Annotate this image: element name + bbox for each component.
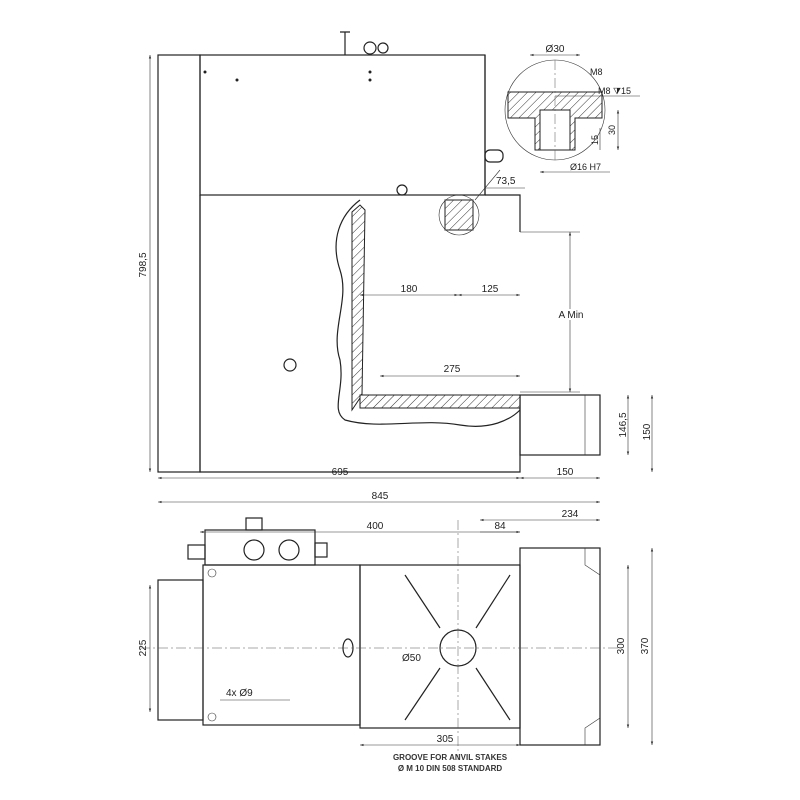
detail-circle [438, 194, 480, 236]
dim-146-5: 146,5 [618, 412, 629, 437]
detail-view: Ø30 M8 M8 ⧩15 15 30 Ø16 H7 [504, 44, 640, 174]
dim-305: 305 [437, 734, 454, 745]
anvil-block-top [519, 547, 601, 746]
section-anvil-seat [444, 199, 474, 231]
dim-diam-30: Ø30 [546, 44, 565, 55]
dim-15: 15 [590, 135, 600, 145]
dim-180: 180 [401, 284, 418, 295]
rear-column [157, 54, 201, 473]
dim-150-v: 150 [642, 423, 653, 440]
anvil-block [519, 394, 601, 456]
side-view: 798,5 695 150 845 146,5 150 A Min 180 12… [138, 31, 654, 504]
dim-150-h: 150 [557, 467, 574, 478]
dim-300: 300 [616, 637, 627, 654]
rear-cylinder [157, 579, 204, 721]
cutaway-boundary [335, 199, 521, 427]
dim-84: 84 [494, 521, 506, 532]
dim-4x-diam-9: 4x Ø9 [226, 688, 253, 699]
dim-275: 275 [444, 364, 461, 375]
section-base [359, 394, 521, 409]
section-wall [351, 204, 366, 412]
dim-m8: M8 [590, 67, 603, 77]
upper-body [199, 54, 486, 196]
dim-234: 234 [562, 509, 579, 520]
top-body [202, 564, 361, 726]
dim-798-5: 798,5 [138, 252, 149, 277]
dim-225: 225 [138, 639, 149, 656]
dim-73-5: 73,5 [496, 176, 516, 187]
side-hole [283, 358, 297, 372]
dim-a-min: A Min [558, 310, 583, 321]
anvil-grooves [404, 574, 511, 721]
dim-400: 400 [367, 521, 384, 532]
dim-125: 125 [482, 284, 499, 295]
dim-diam-16-h7: Ø16 H7 [570, 162, 601, 172]
note-line-2: Ø M 10 DIN 508 STANDARD [398, 764, 503, 773]
side-pin [484, 149, 504, 163]
dim-845: 845 [372, 491, 389, 502]
dim-695: 695 [332, 467, 349, 478]
note-line-1: GROOVE FOR ANVIL STAKES [393, 753, 508, 762]
top-view: 400 84 234 225 300 370 Ø50 4x Ø9 305 GRO… [138, 509, 654, 773]
dim-diam-50: Ø50 [402, 653, 421, 664]
dim-370: 370 [640, 637, 651, 654]
dim-m8-depth: M8 ⧩15 [598, 86, 631, 96]
dim-30: 30 [607, 125, 617, 135]
top-handle [340, 31, 350, 55]
